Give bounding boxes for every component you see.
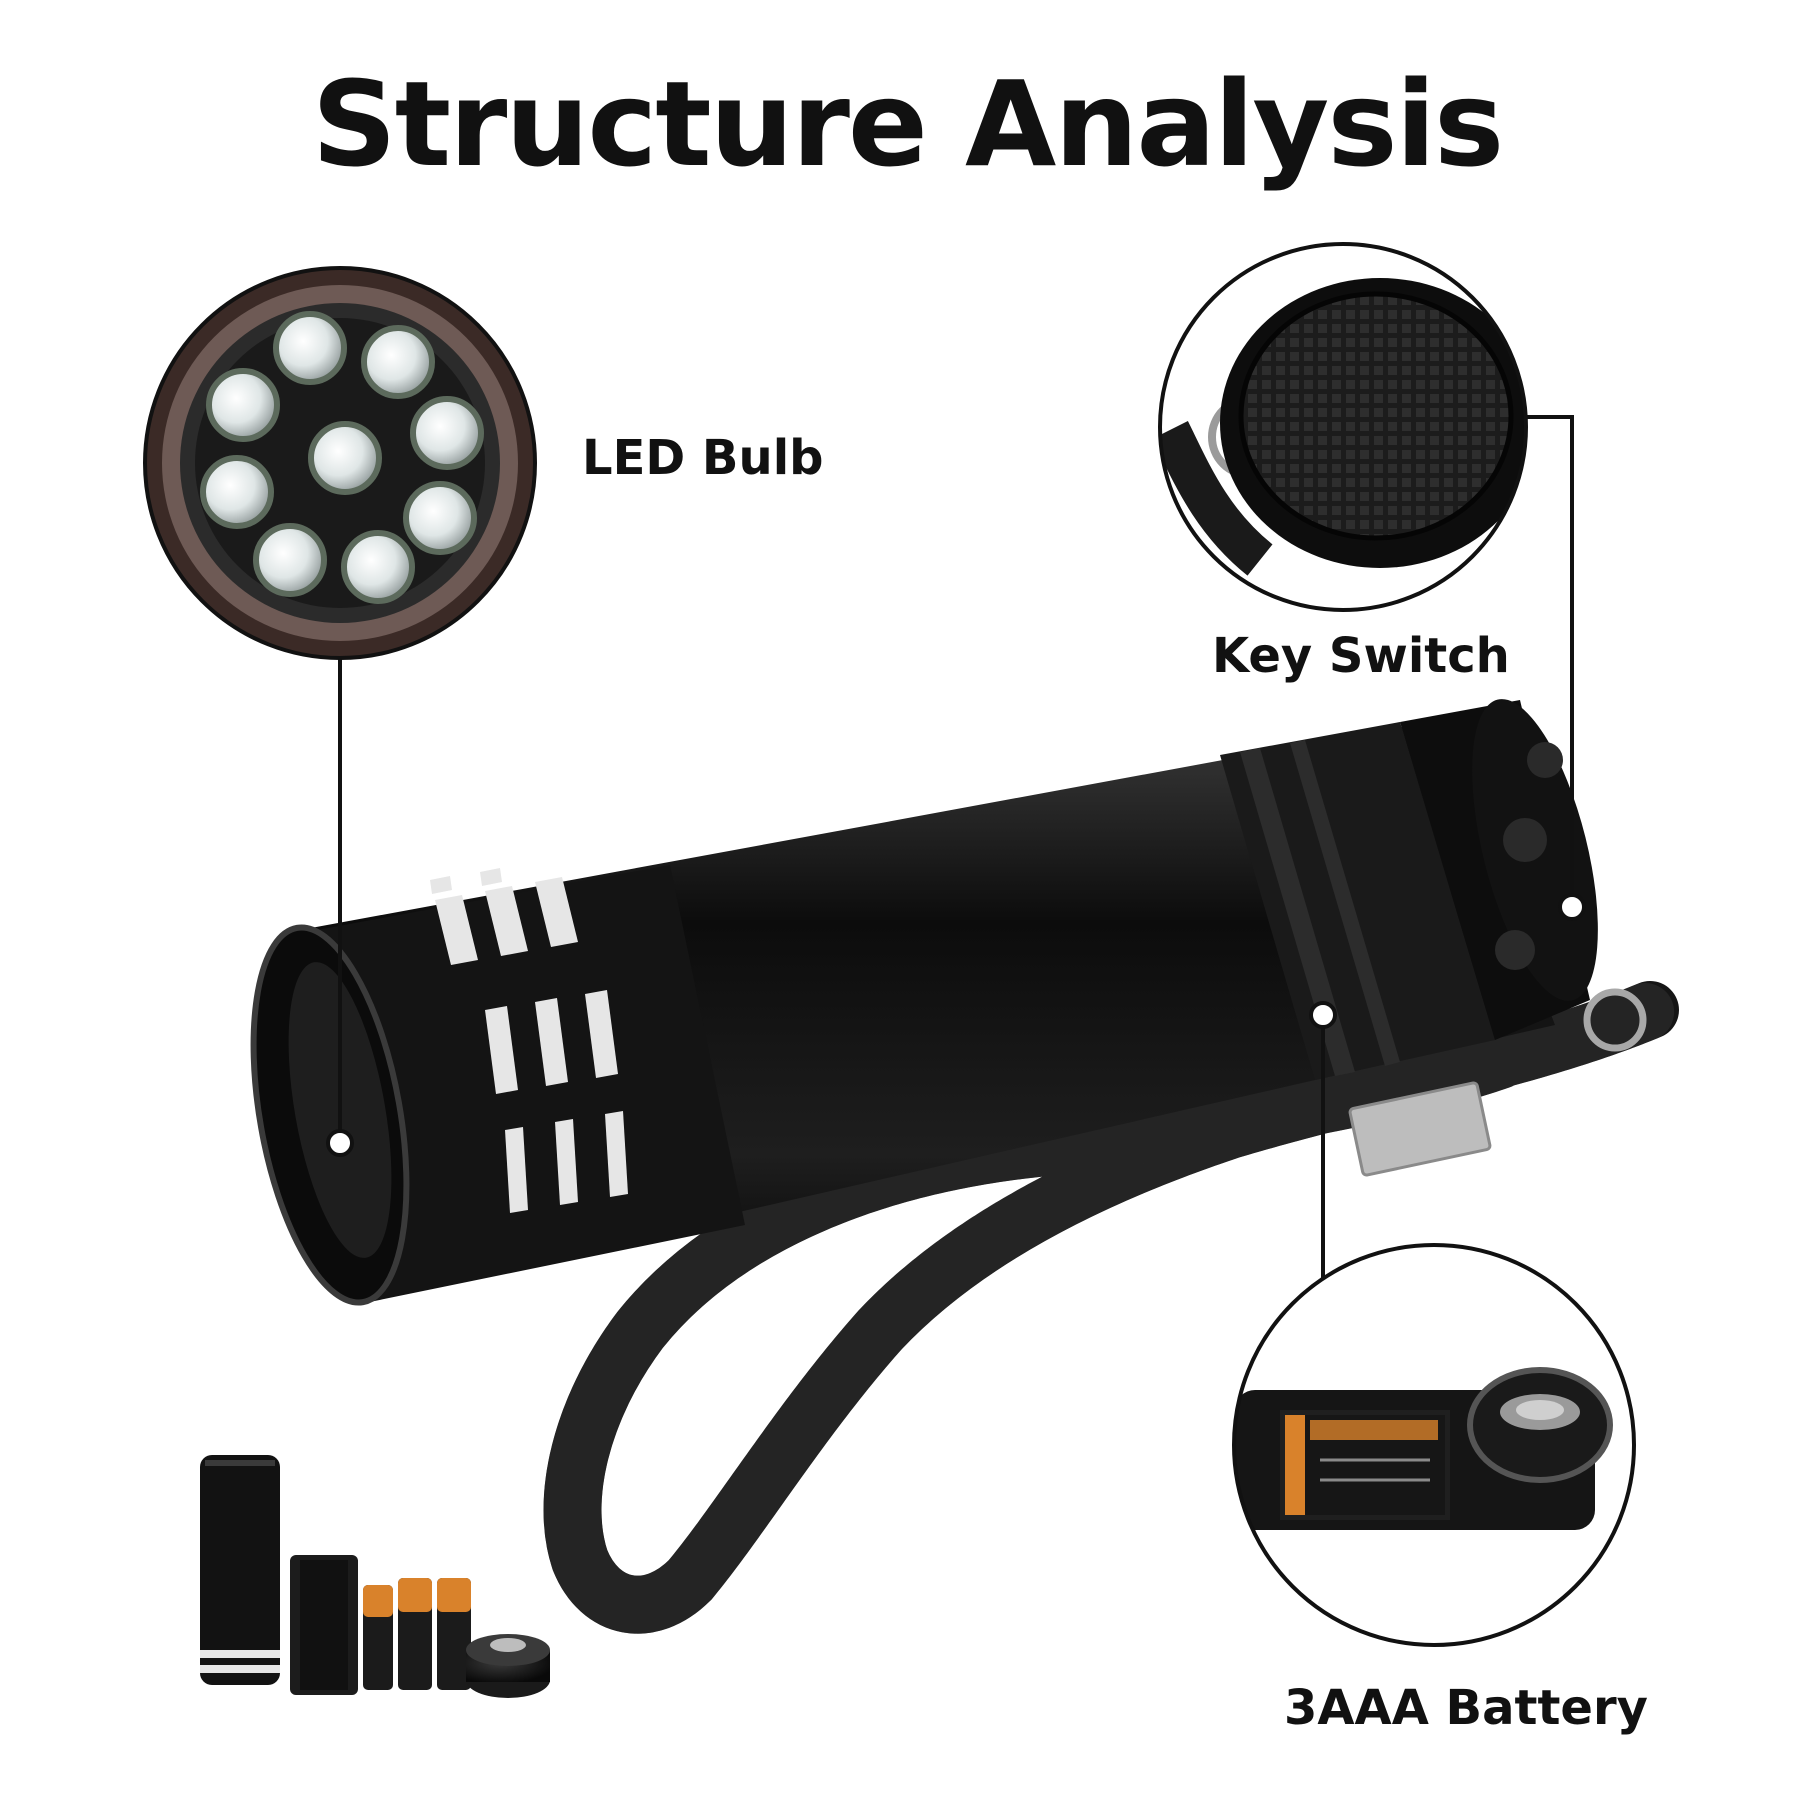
page-title: Structure Analysis xyxy=(311,55,1505,193)
battery-icon xyxy=(1285,1415,1305,1515)
led-detail-circle xyxy=(143,266,537,660)
disassembled-parts xyxy=(200,1455,550,1698)
key-switch-label: Key Switch xyxy=(1212,628,1510,684)
flashlight-body xyxy=(250,699,1598,1306)
switch-detail-circle xyxy=(1158,242,1528,612)
battery-label: 3AAA Battery xyxy=(1284,1680,1648,1736)
lanyard-strap xyxy=(543,981,1679,1634)
battery-marker xyxy=(1309,1001,1337,1029)
key-switch-icon xyxy=(1241,294,1511,538)
led-bulb-icon xyxy=(200,311,484,604)
callout-lines xyxy=(338,415,1574,1283)
battery-detail-circle xyxy=(1232,1243,1636,1647)
led-bulb-label: LED Bulb xyxy=(582,430,824,486)
switch-marker xyxy=(1558,893,1586,921)
led-marker xyxy=(326,1129,354,1157)
trim-stripes xyxy=(430,868,628,1213)
